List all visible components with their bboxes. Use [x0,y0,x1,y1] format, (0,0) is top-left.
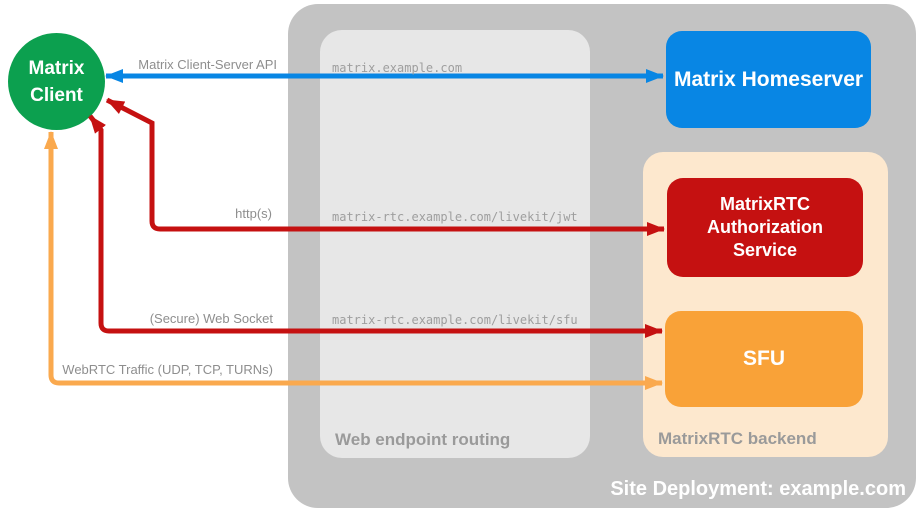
client-server-api-arrow-label: Matrix Client-Server API [138,57,277,72]
matrixrtc-authorization-service-node: MatrixRTC Authorization Service [667,178,863,277]
livekit-jwt-url: matrix-rtc.example.com/livekit/jwt [332,210,578,224]
site-deployment-title: Site Deployment: example.com [610,478,906,500]
matrix-client-label-line1: Matrix [28,57,85,79]
web-endpoint-routing-box: Web endpoint routing [320,30,590,458]
websocket-arrow-label: (Secure) Web Socket [149,311,273,326]
matrix-homeserver-label: Matrix Homeserver [673,67,864,91]
matrixrtc-backend-label: MatrixRTC backend [658,429,817,448]
auth-service-label-line1: MatrixRTC [719,194,810,214]
http-arrow-label: http(s) [235,206,272,221]
auth-service-label-line2: Authorization [707,217,823,237]
matrix-homeserver-node: Matrix Homeserver [666,31,871,128]
webrtc-traffic-arrow-label: WebRTC Traffic (UDP, TCP, TURNs) [62,362,273,377]
auth-service-label-line3: Service [732,240,798,260]
livekit-sfu-url: matrix-rtc.example.com/livekit/sfu [332,313,578,327]
web-endpoint-routing-label: Web endpoint routing [335,430,511,449]
matrix-client-node: Matrix Client [8,33,105,130]
matrix-domain-url: matrix.example.com [332,61,463,75]
matrix-client-label-line2: Client [30,84,83,106]
sfu-node: SFU [665,311,863,407]
sfu-label: SFU [743,347,785,370]
